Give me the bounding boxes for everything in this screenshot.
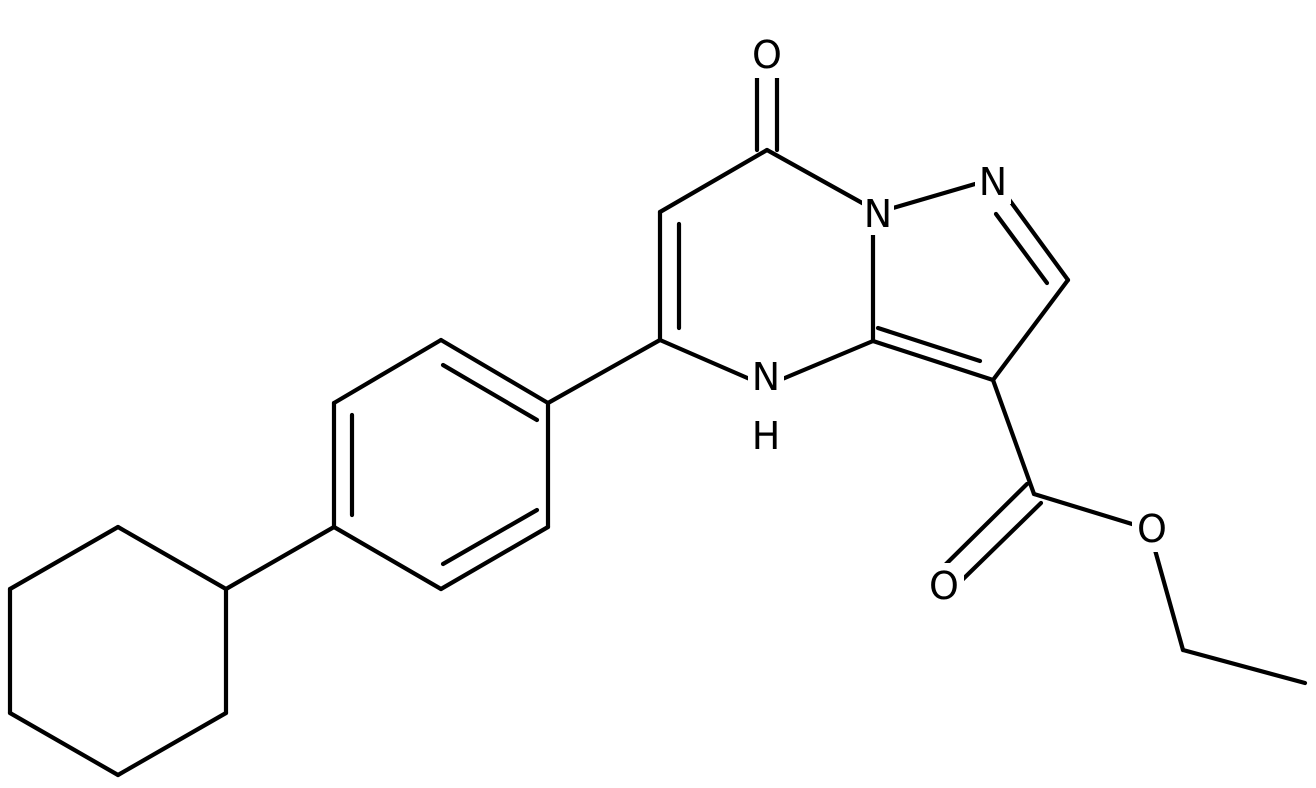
bond-cy2 xyxy=(7,524,121,592)
bond-n2-c3 xyxy=(1005,195,1071,283)
bond-ccarbonyl-oester xyxy=(1031,491,1135,527)
bond-ch2-ch3 xyxy=(1180,647,1308,686)
bond-c5-n4 xyxy=(657,337,755,383)
bond-layer xyxy=(7,52,1308,778)
bond-cy5 xyxy=(115,710,229,778)
bond-phenyl-cyclohexyl xyxy=(223,524,337,592)
atom-o-ketone: O xyxy=(752,33,782,77)
bond-c5-phenyl xyxy=(545,337,663,406)
bond-c3-c3b xyxy=(990,277,1071,383)
bond-cy1 xyxy=(115,524,229,592)
bond-c7-c6 xyxy=(657,147,770,215)
bond-n1-c7 xyxy=(764,147,867,207)
bond-c3b-ccarbonyl xyxy=(990,377,1037,497)
atom-n-h: N xyxy=(752,355,780,399)
bond-ph2 xyxy=(331,337,444,406)
bond-ph5 xyxy=(438,524,551,592)
bond-n1-n2 xyxy=(890,181,978,211)
bond-carbonyl-o-b xyxy=(954,500,1044,588)
bond-ph1 xyxy=(438,337,551,406)
bond-ph4 xyxy=(331,524,444,592)
atom-label-layer: O N N N H O O xyxy=(747,32,1172,609)
bond-ph1-inner xyxy=(440,362,540,423)
bond-c3b-c3a-inner xyxy=(875,325,983,364)
bond-n2-c3-inner xyxy=(993,211,1050,286)
bond-carbonyl-o-a xyxy=(939,481,1030,571)
bond-cy4 xyxy=(7,710,121,778)
atom-n-bridgehead: N xyxy=(864,192,892,236)
bond-oester-ch2 xyxy=(1152,547,1186,653)
atom-n-pyrazole: N xyxy=(979,160,1007,204)
atom-o-ester: O xyxy=(1137,507,1167,551)
bond-ph5-inner xyxy=(440,507,540,567)
bond-c3b-c3a xyxy=(870,338,996,383)
bond-n4-c3a xyxy=(777,338,876,383)
atom-h: H xyxy=(752,414,781,458)
atom-o-carbonyl: O xyxy=(929,564,959,608)
